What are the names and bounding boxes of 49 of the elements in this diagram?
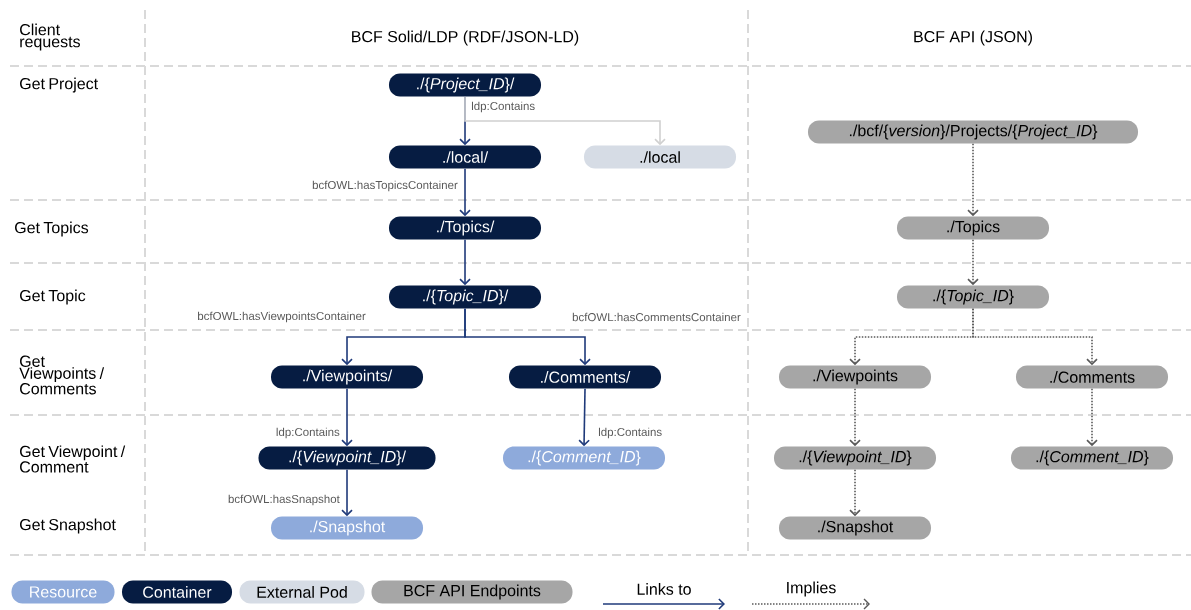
pill-box: ./local/ <box>389 145 541 169</box>
row-label: Client requests <box>20 23 80 51</box>
arrow <box>1086 387 1098 447</box>
arrow <box>459 238 471 286</box>
edge-label: bcfOWL:hasSnapshot <box>226 493 341 507</box>
arrow <box>464 307 591 366</box>
arrow <box>972 307 1098 366</box>
arrow <box>459 167 471 217</box>
row-label: Get Viewpoints / Comments <box>19 355 105 395</box>
arrow <box>464 95 666 146</box>
pill-box: ./bcf/{version}/Projects/{Project_ID} <box>808 120 1138 144</box>
pill-box: ./{Comment_ID} <box>1011 446 1173 470</box>
row-label: Get Project <box>20 77 98 93</box>
pill-box: ./Topics <box>897 216 1049 240</box>
row-label: Get Snapshot <box>20 518 116 534</box>
pill-box: ./Topics/ <box>389 216 541 240</box>
arrow <box>967 238 979 286</box>
row-label: Get Topic <box>20 289 86 305</box>
arrow <box>967 142 979 217</box>
arrow <box>578 387 590 447</box>
pill-box: ./local <box>584 145 736 169</box>
edge-label: ldp:Contains <box>470 100 537 114</box>
pill-box: ./{Topic_ID}/ <box>389 285 541 309</box>
column-heading: BCF API (JSON) <box>914 30 1032 46</box>
legend-label: Implies <box>787 581 836 597</box>
pill-box: ./Snapshot <box>271 516 423 540</box>
pill-box: ./Comments/ <box>509 365 661 389</box>
edge-label: ldp:Contains <box>274 426 341 440</box>
pill-box: ./{Comment_ID} <box>503 446 665 470</box>
edge-label: bcfOWL:hasViewpointsContainer <box>196 310 367 324</box>
pill-box: ./Viewpoints <box>779 365 931 389</box>
row-label: Get Viewpoint / Comment <box>20 445 126 473</box>
arrow <box>849 468 861 517</box>
arrow <box>341 468 353 517</box>
arrow <box>849 387 861 447</box>
pill-box: ./{Viewpoint_ID}/ <box>258 446 436 470</box>
pill-box: ./Comments <box>1016 365 1168 389</box>
legend-label: Links to <box>637 583 691 595</box>
column-heading: BCF Solid/LDP (RDF/JSON-LD) <box>352 30 579 46</box>
pill-box: ./{Project_ID}/ <box>389 73 541 97</box>
pill-box: ./{Topic_ID} <box>897 285 1049 309</box>
arrow <box>341 387 353 447</box>
edge-label: bcfOWL:hasTopicsContainer <box>311 179 459 193</box>
pill-box: ./Viewpoints/ <box>271 365 423 389</box>
edge-label: bcfOWL:hasCommentsContainer <box>571 311 742 323</box>
row-label: Get Topics <box>15 221 89 237</box>
edge-label: ldp:Contains <box>597 426 664 440</box>
pill-box: ./Snapshot <box>779 516 931 540</box>
pill-box: ./{Viewpoint_ID} <box>774 446 936 470</box>
